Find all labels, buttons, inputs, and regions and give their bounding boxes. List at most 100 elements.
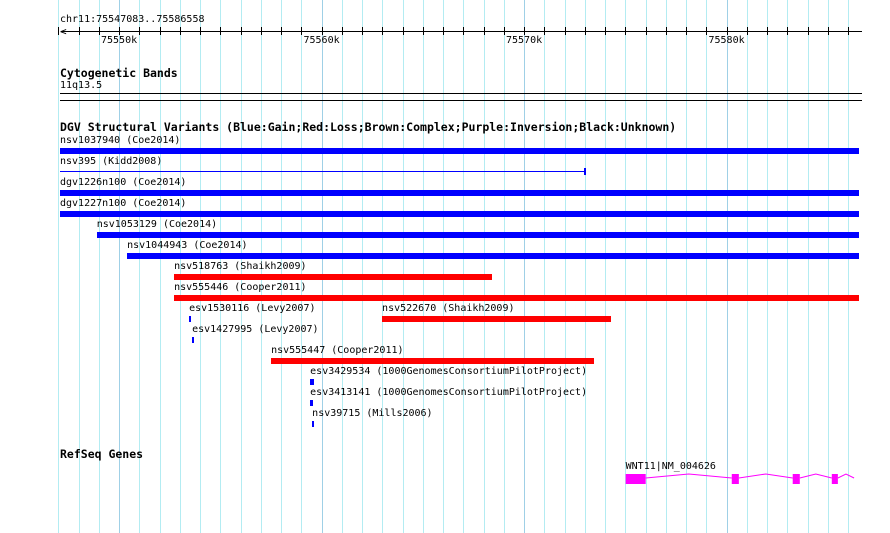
feature-bar[interactable] xyxy=(174,295,860,301)
grid-line xyxy=(767,0,768,533)
grid-line xyxy=(301,0,302,533)
ruler-tick xyxy=(443,27,444,35)
ruler-tick xyxy=(79,27,80,35)
grid-line xyxy=(848,0,849,533)
grid-line xyxy=(828,0,829,533)
grid-line xyxy=(565,0,566,533)
grid-line xyxy=(423,0,424,533)
gene-label: WNT11|NM_004626 xyxy=(625,461,716,472)
grid-line xyxy=(585,0,586,533)
ruler-tick xyxy=(504,27,505,35)
ruler-tick xyxy=(382,27,383,35)
grid-line xyxy=(605,0,606,533)
ruler-label: 75570k xyxy=(506,35,543,46)
feature-bar[interactable] xyxy=(189,316,192,322)
grid-line xyxy=(180,0,181,533)
feature-label: nsv555446 (Cooper2011) xyxy=(174,282,307,293)
grid-line xyxy=(544,0,545,533)
feature-label: dgv1226n100 (Coe2014) xyxy=(60,177,187,188)
ruler-tick xyxy=(261,27,262,35)
track-title-dgv: DGV Structural Variants (Blue:Gain;Red:L… xyxy=(60,120,677,134)
feature-label: nsv522670 (Shaikh2009) xyxy=(382,303,515,314)
grid-line xyxy=(646,0,647,533)
grid-line xyxy=(504,0,505,533)
ruler-tick xyxy=(180,27,181,35)
track-title-refseq: RefSeq Genes xyxy=(60,447,144,461)
feature-label: nsv555447 (Cooper2011) xyxy=(271,345,404,356)
feature-end-tick xyxy=(583,168,586,175)
feature-label: esv1530116 (Levy2007) xyxy=(189,303,316,314)
ruler-tick xyxy=(727,27,728,35)
ruler-tick xyxy=(565,27,566,35)
feature-label: nsv1037940 (Coe2014) xyxy=(60,135,181,146)
feature-bar[interactable] xyxy=(60,190,860,196)
grid-line xyxy=(58,0,59,533)
grid-line xyxy=(787,0,788,533)
ruler-tick xyxy=(322,27,323,35)
intron-line xyxy=(645,473,855,479)
feature-bar[interactable] xyxy=(192,337,195,343)
feature-bar[interactable] xyxy=(382,316,612,322)
gene-model-wnt11[interactable] xyxy=(0,465,890,490)
ruler-tick xyxy=(524,27,525,35)
ruler-tick xyxy=(706,27,707,35)
ruler-tick xyxy=(666,27,667,35)
ruler-tick xyxy=(139,27,140,35)
ruler-tick xyxy=(200,27,201,35)
feature-label: nsv518763 (Shaikh2009) xyxy=(174,261,307,272)
feature-bar[interactable] xyxy=(310,379,315,385)
grid-line xyxy=(79,0,80,533)
feature-bar[interactable] xyxy=(60,211,860,217)
ruler-tick xyxy=(828,27,829,35)
cytoband-label: 11q13.5 xyxy=(60,80,103,91)
ruler-tick xyxy=(281,27,282,35)
ruler-label: 75550k xyxy=(101,35,138,46)
ruler-tick xyxy=(686,27,687,35)
ruler-tick xyxy=(99,27,100,35)
ruler-tick xyxy=(787,27,788,35)
grid-line xyxy=(808,0,809,533)
feature-bar[interactable] xyxy=(96,232,860,238)
ruler-tick xyxy=(544,27,545,35)
ruler-tick xyxy=(484,27,485,35)
arrow-left-icon: < xyxy=(60,25,67,38)
grid-line xyxy=(403,0,404,533)
feature-bar[interactable] xyxy=(60,171,585,172)
grid-line xyxy=(747,0,748,533)
feature-label: nsv1053129 (Coe2014) xyxy=(96,219,218,230)
cytoband-line-bottom xyxy=(60,100,862,101)
ruler-tick xyxy=(362,27,363,35)
location-label: chr11:75547083..75586558 xyxy=(60,14,205,25)
ruler-tick xyxy=(463,27,464,35)
grid-line xyxy=(119,0,120,533)
grid-line xyxy=(261,0,262,533)
ruler-tick xyxy=(160,27,161,35)
feature-bar[interactable] xyxy=(127,253,860,259)
ruler-tick xyxy=(58,27,59,35)
feature-bar[interactable] xyxy=(174,274,492,280)
ruler-label: 75580k xyxy=(708,35,745,46)
ruler-line xyxy=(61,31,862,32)
grid-line xyxy=(200,0,201,533)
feature-label: esv3429534 (1000GenomesConsortiumPilotPr… xyxy=(310,366,588,377)
grid-line xyxy=(484,0,485,533)
ruler-tick xyxy=(808,27,809,35)
feature-bar[interactable] xyxy=(312,421,315,427)
grid-line xyxy=(220,0,221,533)
feature-label: nsv395 (Kidd2008) xyxy=(60,156,163,167)
ruler-tick xyxy=(403,27,404,35)
feature-label: dgv1227n100 (Coe2014) xyxy=(60,198,187,209)
grid-line xyxy=(342,0,343,533)
grid-line xyxy=(666,0,667,533)
feature-bar[interactable] xyxy=(310,400,314,406)
feature-label: nsv1044943 (Coe2014) xyxy=(127,240,248,251)
feature-label: nsv39715 (Mills2006) xyxy=(312,408,433,419)
feature-bar[interactable] xyxy=(271,358,595,364)
exon xyxy=(625,474,646,484)
grid-line xyxy=(281,0,282,533)
ruler-tick xyxy=(119,27,120,35)
ruler-tick xyxy=(423,27,424,35)
feature-bar[interactable] xyxy=(60,148,860,154)
ruler-tick xyxy=(747,27,748,35)
grid-line xyxy=(139,0,140,533)
